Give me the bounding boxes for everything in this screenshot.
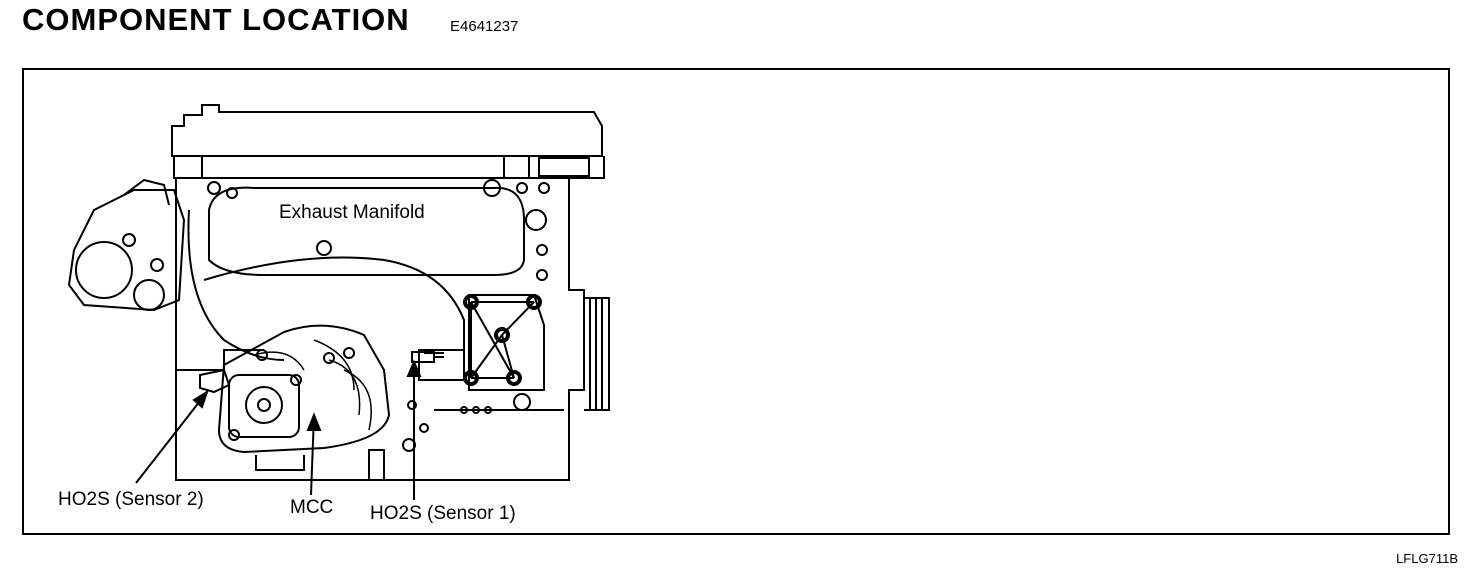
engine-block [175, 178, 585, 481]
figure-code: LFLG711B [1396, 551, 1458, 566]
mcc-label: MCC [290, 497, 334, 518]
exhaust-manifold-label: Exhaust Manifold [279, 202, 425, 223]
ho2s-sensor2-body [199, 368, 231, 394]
exhaust-manifold [208, 186, 525, 276]
left-accessory [67, 189, 186, 312]
engine-drawing [67, 104, 610, 500]
engine-top-cover [171, 104, 603, 157]
page-title: COMPONENT LOCATION [22, 2, 410, 37]
ho2s-sensor1-label: HO2S (Sensor 1) [370, 503, 516, 524]
figure-frame: Exhaust Manifold HO2S (Sensor 2) MCC HO2… [22, 68, 1450, 535]
document-code: E4641237 [450, 18, 519, 35]
arrow-ho2s-sensor2 [135, 391, 208, 484]
mcc-converter [217, 324, 391, 454]
sensor-wiring [187, 209, 285, 361]
ho2s-sensor2-label: HO2S (Sensor 2) [58, 489, 204, 510]
ho2s-sensor1-body [411, 351, 435, 363]
